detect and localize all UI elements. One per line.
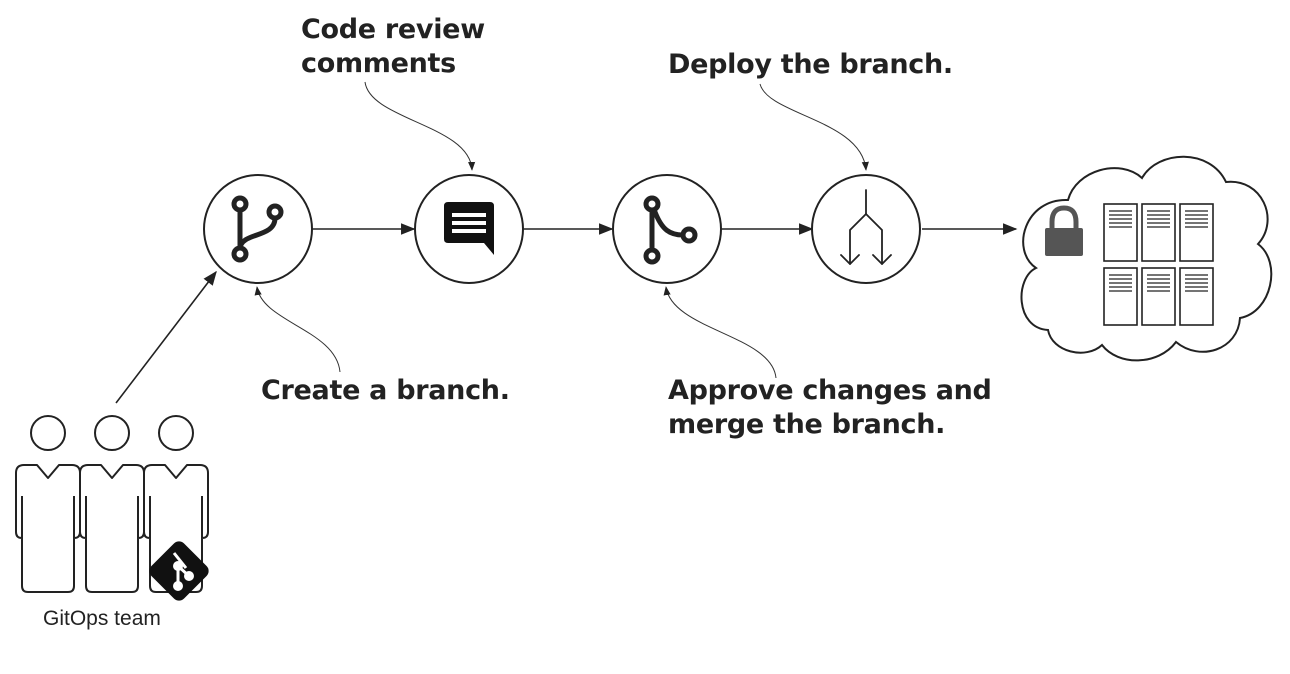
label-approve: Approve changes and merge the branch. xyxy=(668,374,992,442)
arrow-team-to-branch xyxy=(115,270,217,404)
flow-arrows xyxy=(115,223,1018,404)
server-rack-lines xyxy=(1109,210,1208,292)
deploy-node xyxy=(811,174,921,284)
callout-approve xyxy=(663,286,777,379)
label-code-review-line-1: Code review xyxy=(301,14,485,45)
label-approve-line-1: Approve changes and xyxy=(668,375,992,406)
label-code-review: Code review comments xyxy=(301,13,485,81)
label-gitops-team: GitOps team xyxy=(43,607,161,630)
comment-node xyxy=(414,174,524,284)
comment-icon xyxy=(444,202,494,255)
lock-icon xyxy=(1045,205,1083,256)
label-code-review-line-2: comments xyxy=(301,48,456,79)
deploy-split-icon xyxy=(840,189,892,265)
label-create-branch: Create a branch. xyxy=(261,375,510,406)
callout-code-review xyxy=(364,81,476,171)
callout-curves xyxy=(254,81,869,379)
label-approve-line-2: merge the branch. xyxy=(668,409,946,440)
cloud-environment xyxy=(1020,155,1273,362)
person-icon xyxy=(15,415,81,593)
label-deploy: Deploy the branch. xyxy=(668,49,953,80)
callout-deploy xyxy=(759,83,869,171)
callout-create-branch xyxy=(254,286,341,373)
branch-node xyxy=(203,174,313,284)
git-merge-icon xyxy=(643,195,698,265)
person-icon xyxy=(79,415,145,593)
server-rack-icon xyxy=(1103,203,1214,326)
merge-node xyxy=(612,174,722,284)
git-logo-icon xyxy=(149,541,209,601)
git-branch-icon xyxy=(231,195,284,263)
